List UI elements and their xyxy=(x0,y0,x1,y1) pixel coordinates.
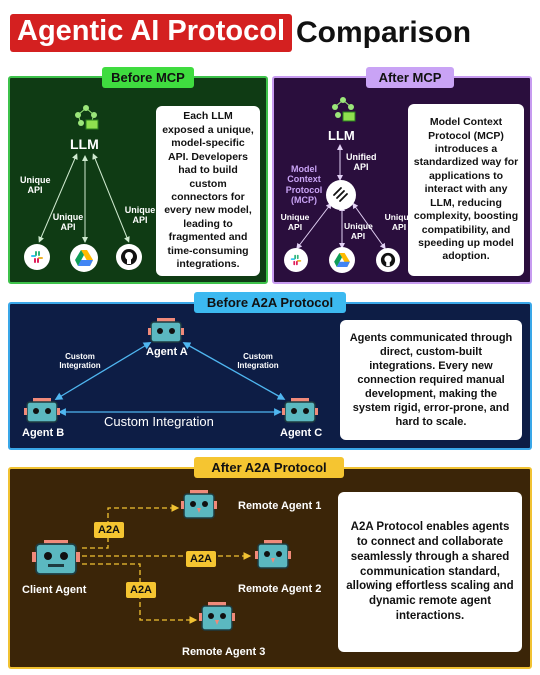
after-mcp-api-mid: Unique API xyxy=(344,221,373,241)
custom-integration-right: Custom Integration xyxy=(237,352,279,371)
after-mcp-label: Model Context Protocol (MCP) xyxy=(285,164,323,206)
after-a2a-description-text: A2A Protocol enables agents to connect a… xyxy=(346,521,514,622)
github-icon xyxy=(116,244,142,270)
after-mcp-description-text: Model Context Protocol (MCP) introduces … xyxy=(413,116,519,263)
after-mcp-badge: After MCP xyxy=(366,67,454,88)
after-mcp-llm-label: LLM xyxy=(328,128,355,143)
title-highlight: Agentic AI Protocol xyxy=(10,14,292,52)
page-title: Agentic AI Protocol Comparison xyxy=(10,13,471,53)
a2a-tag-3: A2A xyxy=(126,582,157,598)
title-rest: Comparison xyxy=(296,16,472,49)
before-mcp-badge: Before MCP xyxy=(102,67,194,88)
before-mcp-llm-label: LLM xyxy=(70,136,99,152)
agent-a-label: Agent A xyxy=(146,346,188,358)
after-a2a-description: A2A Protocol enables agents to connect a… xyxy=(338,492,522,652)
before-a2a-badge: Before A2A Protocol xyxy=(194,292,346,313)
after-mcp-api-right: Unique API xyxy=(384,212,414,232)
after-mcp-unified-api: Unified API xyxy=(346,152,377,173)
after-a2a-badge: After A2A Protocol xyxy=(194,457,344,478)
agent-c-label: Agent C xyxy=(280,427,323,439)
before-mcp-api-left: Unique API xyxy=(20,175,51,196)
remote-agent-1-label: Remote Agent 1 xyxy=(238,500,322,512)
a2a-tag-1: A2A xyxy=(94,522,125,538)
a2a-tag-2: A2A xyxy=(186,551,217,567)
client-agent-label: Client Agent xyxy=(22,584,87,596)
before-mcp-description: Each LLM exposed a unique, model-specifi… xyxy=(156,106,260,276)
slack-icon xyxy=(24,244,50,270)
before-a2a-description: Agents communicated through direct, cust… xyxy=(340,320,522,440)
custom-integration-left: Custom Integration xyxy=(59,352,101,371)
remote-agent-3-label: Remote Agent 3 xyxy=(182,646,266,658)
before-mcp-api-mid: Unique API xyxy=(52,212,84,233)
before-mcp-api-right: Unique API xyxy=(124,205,156,226)
agent-b-label: Agent B xyxy=(22,427,65,439)
google-drive-icon xyxy=(70,244,98,272)
mcp-icon xyxy=(326,180,356,210)
after-mcp-api-left: Unique API xyxy=(280,212,310,232)
google-drive-icon xyxy=(329,247,355,273)
after-mcp-description: Model Context Protocol (MCP) introduces … xyxy=(408,104,524,276)
github-icon xyxy=(376,248,400,272)
slack-icon xyxy=(284,248,308,272)
before-mcp-description-text: Each LLM exposed a unique, model-specifi… xyxy=(162,110,254,271)
custom-integration-bottom: Custom Integration xyxy=(104,414,214,429)
remote-agent-2-label: Remote Agent 2 xyxy=(238,583,322,595)
before-a2a-description-text: Agents communicated through direct, cust… xyxy=(349,331,513,429)
